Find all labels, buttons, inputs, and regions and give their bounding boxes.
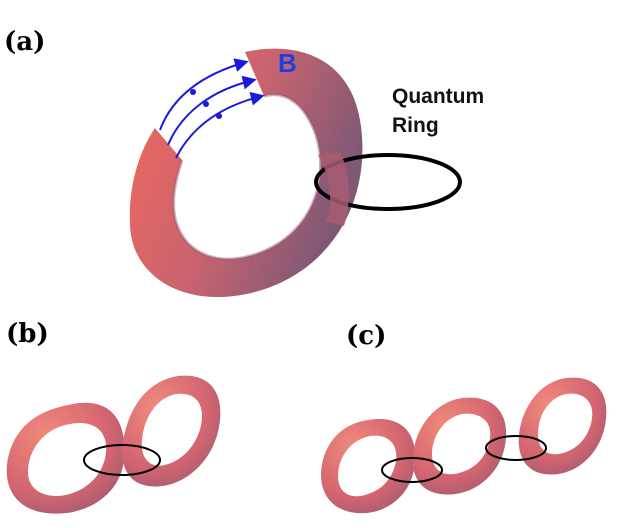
panel-b-torus-right	[122, 375, 221, 487]
quantum-ring-label-line1: Quantum	[392, 85, 484, 108]
panel-c-torus-3	[518, 377, 607, 475]
field-arrow-icon	[159, 58, 249, 131]
quantum-ring-label-line2: Ring	[392, 114, 439, 137]
panel-b-tori	[6, 375, 221, 514]
torus-front-segment	[318, 152, 349, 226]
panel-c-tori	[321, 377, 607, 514]
field-arrow-icon	[175, 91, 265, 159]
panel-c-quantum-ring-2	[485, 435, 547, 461]
panel-c-quantum-ring-1	[381, 457, 443, 483]
panel-c-torus-1	[321, 419, 416, 514]
quantum-ring	[314, 153, 462, 211]
panel-label-a: (a)	[4, 27, 45, 57]
panel-label-c: (c)	[346, 321, 386, 351]
panel-b-quantum-ring	[83, 444, 161, 476]
field-arrow-icon	[167, 75, 257, 146]
panel-c-torus-2	[412, 397, 507, 495]
magnetic-field-lines	[159, 58, 265, 159]
panel-label-b: (b)	[6, 319, 49, 349]
field-label: B	[278, 48, 297, 78]
large-torus	[129, 48, 363, 298]
large-torus-inner-rim	[172, 93, 323, 261]
panel-b-torus-left	[6, 402, 125, 514]
